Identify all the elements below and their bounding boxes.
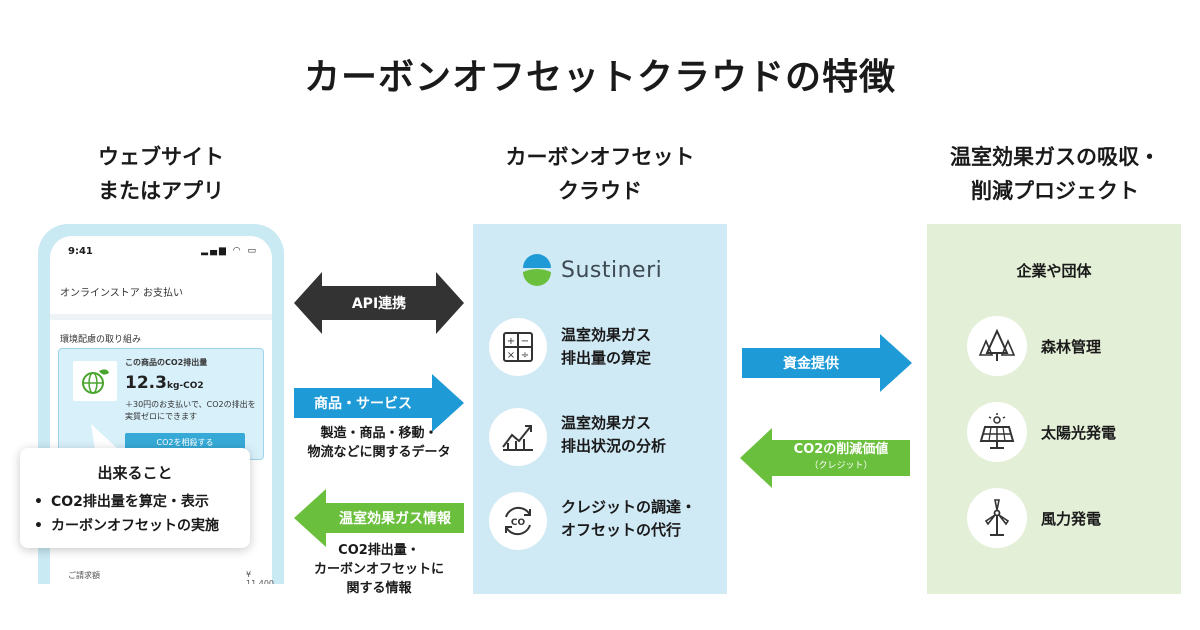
caption-line: 物流などに関するデータ (307, 445, 451, 460)
status-icons: ▂▄▆ ◠ ▭ (201, 246, 258, 256)
co2-number: 12.3 (125, 373, 167, 393)
svg-text:CO: CO (511, 518, 526, 528)
feature-line: 排出量の算定 (561, 349, 652, 367)
ghg-caption: CO2排出量・ カーボンオフセットに 関する情報 (272, 541, 486, 598)
feature-line: クレジットの調達・ (561, 498, 697, 516)
api-label: API連携 (351, 296, 407, 312)
ghg-info-arrow (294, 489, 464, 547)
product-arrow (294, 374, 464, 432)
center-column-heading: カーボンオフセット クラウド (473, 140, 727, 208)
caption-line: 製造・商品・移動・ (320, 426, 438, 441)
phone-screen: 9:41 ▂▄▆ ◠ ▭ オンラインストア お支払い 環境配慮の取り組み この商… (50, 236, 274, 584)
reduction-value-arrow (740, 428, 910, 488)
sustineri-logo-icon (523, 254, 551, 286)
callout-title: 出来ること (97, 464, 173, 482)
funding-arrow (742, 334, 912, 392)
screen-divider (50, 314, 272, 320)
project-label: 風力発電 (1041, 510, 1102, 528)
total-value: ¥ 11,400 (246, 570, 274, 584)
callout-list: CO2排出量を算定・表示 カーボンオフセットの実施 (34, 490, 219, 538)
left-heading-line: ウェブサイト (98, 145, 224, 169)
status-time: 9:41 (68, 246, 93, 257)
capabilities-callout: 出来ること CO2排出量を算定・表示 カーボンオフセットの実施 (20, 448, 250, 548)
forest-icon (967, 316, 1027, 376)
wind-turbine-icon (967, 488, 1027, 548)
phone-mockup: 9:41 ▂▄▆ ◠ ▭ オンラインストア お支払い 環境配慮の取り組み この商… (38, 224, 284, 584)
feature-text: クレジットの調達・ オフセットの代行 (561, 496, 696, 542)
projects-panel: 企業や団体 森林管理 太陽光発電 (927, 224, 1181, 594)
left-column-heading: ウェブサイト またはアプリ (38, 140, 284, 208)
co2-value: 12.3kg-CO2 (125, 373, 204, 393)
feature-line: 温室効果ガス (561, 326, 652, 344)
solar-panel-icon (967, 402, 1027, 462)
total-label: ご請求額 (68, 571, 100, 580)
right-heading-line: 温室効果ガスの吸収・ (950, 145, 1160, 169)
feature-line: 温室効果ガス (561, 414, 652, 432)
callout-item: カーボンオフセットの実施 (34, 514, 219, 538)
svg-text:+: + (507, 336, 515, 347)
callout-item: CO2排出量を算定・表示 (34, 490, 219, 514)
reduction-value-label: CO2の削減価値 （クレジット） (772, 440, 910, 476)
api-double-arrow (294, 272, 464, 334)
store-title: オンラインストア お支払い (60, 288, 183, 299)
co2-label: この商品のCO2排出量 (125, 358, 208, 367)
caption-line: カーボンオフセットに (313, 562, 444, 577)
feature-line: オフセットの代行 (561, 521, 682, 539)
svg-text:−: − (521, 336, 529, 347)
ghg-info-label: 温室効果ガス情報 (339, 511, 451, 527)
offset-button[interactable]: CO2を相殺する (125, 433, 245, 451)
trend-chart-icon (489, 408, 547, 466)
feature-text: 温室効果ガス 排出状況の分析 (561, 412, 666, 458)
reduction-value-subtext: （クレジット） (809, 461, 873, 471)
earth-leaf-icon (73, 361, 117, 401)
center-heading-line: カーボンオフセット (505, 145, 695, 169)
page-title: カーボンオフセットクラウドの特徴 (303, 57, 896, 98)
carbon-offset-cloud-panel: Sustineri + − × ÷ 温室効果ガス 排出量の算定 温室効果ガス 排… (473, 224, 727, 594)
org-title: 企業や団体 (1016, 262, 1092, 280)
right-column-heading: 温室効果ガスの吸収・ 削減プロジェクト (910, 140, 1200, 208)
co2-unit: kg-CO2 (166, 381, 204, 391)
co2-description: ＋30円のお支払いで、CO2の排出を実質ゼロにできます (125, 400, 256, 421)
logo-text: Sustineri (561, 257, 663, 283)
feature-text: 温室効果ガス 排出量の算定 (561, 324, 651, 370)
svg-text:×: × (507, 350, 515, 361)
feature-line: 排出状況の分析 (561, 437, 667, 455)
project-label: 太陽光発電 (1041, 424, 1117, 442)
project-label: 森林管理 (1041, 338, 1102, 356)
eco-section-label: 環境配慮の取り組み (60, 335, 142, 345)
co2-card: この商品のCO2排出量 12.3kg-CO2 ＋30円のお支払いで、CO2の排出… (58, 348, 264, 460)
right-heading-line: 削減プロジェクト (971, 179, 1139, 203)
product-label: 商品・サービス (314, 396, 412, 412)
sustineri-logo: Sustineri (521, 254, 662, 286)
center-heading-line: クラウド (558, 179, 642, 203)
caption-line: 関する情報 (346, 581, 412, 596)
reduction-value-text: CO2の削減価値 (793, 442, 889, 457)
product-caption: 製造・商品・移動・ 物流などに関するデータ (272, 424, 486, 462)
calculator-icon: + − × ÷ (489, 318, 547, 376)
svg-text:÷: ÷ (521, 350, 529, 361)
funding-label: 資金提供 (783, 356, 839, 372)
caption-line: CO2排出量・ (338, 543, 420, 558)
co2-cycle-icon: CO (489, 492, 547, 550)
left-heading-line: またはアプリ (98, 179, 224, 203)
